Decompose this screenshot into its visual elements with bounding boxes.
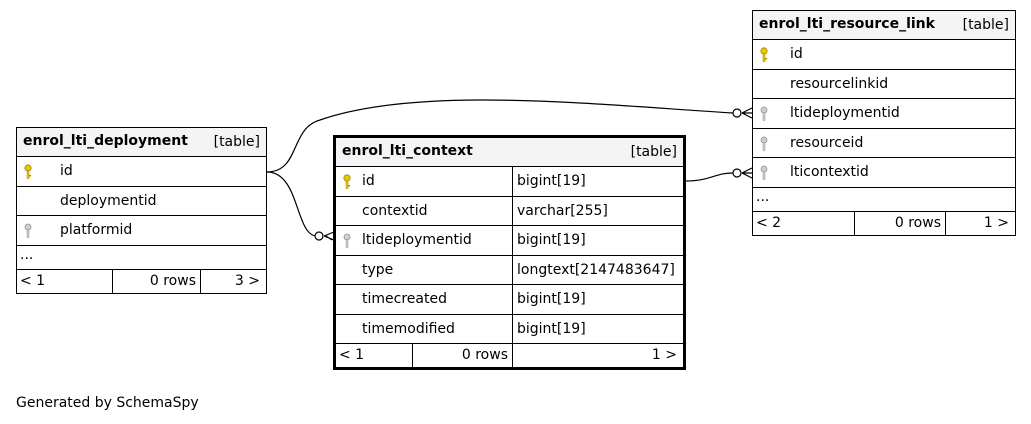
- row-count: 0 rows: [413, 344, 513, 367]
- table-footer: < 1 0 rows 3 >: [17, 269, 266, 293]
- table-name: enrol_lti_deployment: [23, 133, 188, 149]
- column-row[interactable]: platformid: [17, 216, 266, 246]
- column-row[interactable]: lticontextid: [753, 158, 1015, 188]
- column-type: bigint[19]: [512, 226, 586, 255]
- table-header: enrol_lti_resource_link [table]: [753, 11, 1015, 40]
- primary-key-icon: [24, 164, 32, 179]
- table-footer: < 2 0 rows 1 >: [753, 211, 1015, 235]
- column-name: timecreated: [362, 291, 447, 307]
- table-kind: [table]: [630, 144, 677, 160]
- column-row[interactable]: resourcelinkid: [753, 70, 1015, 99]
- column-row[interactable]: timemodified bigint[19]: [336, 314, 683, 344]
- primary-key-icon: [343, 174, 351, 189]
- column-name: resourcelinkid: [790, 75, 889, 92]
- column-name: deploymentid: [60, 192, 157, 209]
- table-header: enrol_lti_deployment [table]: [17, 128, 266, 157]
- column-name: ltideploymentid: [362, 232, 472, 248]
- generated-by-note: Generated by SchemaSpy: [16, 395, 199, 411]
- table-enrol-lti-context[interactable]: enrol_lti_context [table] id bigint[19] …: [333, 135, 686, 370]
- column-type: bigint[19]: [512, 167, 586, 196]
- more-columns: ...: [17, 246, 266, 270]
- table-enrol-lti-deployment[interactable]: enrol_lti_deployment [table] id deployme…: [16, 127, 267, 294]
- row-count: 0 rows: [113, 269, 201, 293]
- edge-context-to-resource-link: [685, 172, 734, 182]
- parents-count[interactable]: < 1: [17, 269, 113, 293]
- column-row[interactable]: deploymentid: [17, 187, 266, 216]
- column-row[interactable]: contextid varchar[255]: [336, 196, 683, 226]
- column-name: lticontextid: [790, 164, 869, 180]
- children-count[interactable]: 3 >: [234, 272, 260, 289]
- edge-deployment-to-resource-link: [266, 99, 734, 173]
- foreign-key-icon: [760, 165, 768, 180]
- foreign-key-icon: [24, 223, 32, 238]
- column-name: contextid: [362, 202, 428, 219]
- parents-count[interactable]: < 2: [753, 211, 855, 235]
- parents-count[interactable]: < 1: [336, 344, 413, 367]
- table-footer: < 1 0 rows 1 >: [336, 344, 683, 367]
- column-name: timemodified: [362, 320, 455, 337]
- column-name: id: [790, 46, 803, 62]
- column-name: id: [60, 163, 73, 179]
- column-type: varchar[255]: [512, 196, 608, 225]
- table-enrol-lti-resource-link[interactable]: enrol_lti_resource_link [table] id resou…: [752, 10, 1016, 236]
- column-name: type: [362, 261, 394, 278]
- column-row[interactable]: timecreated bigint[19]: [336, 285, 683, 315]
- column-name: id: [362, 173, 375, 189]
- table-kind: [table]: [213, 134, 260, 150]
- children-count[interactable]: 1 >: [651, 347, 677, 363]
- column-type: bigint[19]: [512, 285, 586, 314]
- children-count[interactable]: 1 >: [983, 214, 1009, 231]
- foreign-key-icon: [760, 106, 768, 121]
- column-type: bigint[19]: [512, 314, 586, 343]
- edge-deployment-to-context: [266, 171, 318, 237]
- column-row[interactable]: id: [17, 157, 266, 187]
- table-name: enrol_lti_resource_link: [759, 16, 935, 32]
- column-type: longtext[2147483647]: [512, 255, 675, 284]
- column-row[interactable]: resourceid: [753, 129, 1015, 158]
- table-header: enrol_lti_context [table]: [336, 138, 683, 167]
- foreign-key-icon: [343, 233, 351, 248]
- column-name: platformid: [60, 222, 133, 238]
- column-row[interactable]: ltideploymentid bigint[19]: [336, 226, 683, 256]
- table-kind: [table]: [962, 17, 1009, 33]
- column-name: ltideploymentid: [790, 105, 900, 121]
- column-row[interactable]: id: [753, 40, 1015, 70]
- column-name: resourceid: [790, 134, 864, 151]
- more-columns: ...: [753, 188, 1015, 212]
- column-row[interactable]: type longtext[2147483647]: [336, 255, 683, 285]
- primary-key-icon: [760, 47, 768, 62]
- row-count: 0 rows: [855, 211, 946, 235]
- column-row[interactable]: ltideploymentid: [753, 99, 1015, 129]
- table-name: enrol_lti_context: [342, 143, 473, 159]
- column-row[interactable]: id bigint[19]: [336, 167, 683, 197]
- foreign-key-icon: [760, 136, 768, 151]
